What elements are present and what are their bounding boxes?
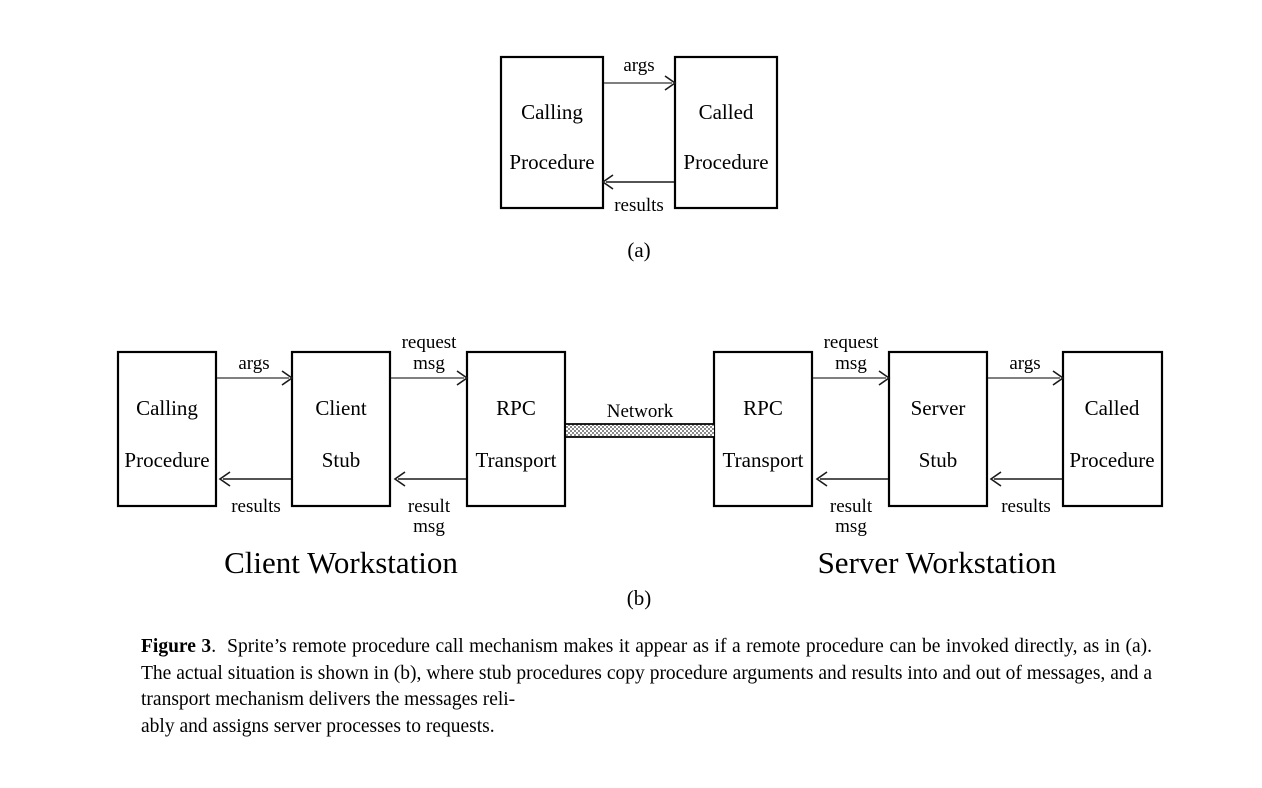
panel-a-box-called-line1: Called bbox=[699, 100, 754, 124]
panel-b-box-calling-procedure: Calling Procedure bbox=[116, 350, 218, 508]
panel-b-box-5-line2: Procedure bbox=[1069, 448, 1154, 472]
figure-caption-body: Sprite’s remote procedure call mechanism… bbox=[141, 636, 1153, 711]
panel-b-arrow-top-2-label2: msg bbox=[835, 353, 867, 374]
figure-caption-last-line: ably and assigns server processes to req… bbox=[141, 715, 495, 737]
panel-b-label: (b) bbox=[627, 586, 652, 610]
panel-a-box-calling-line2: Procedure bbox=[509, 150, 594, 174]
panel-b-arrow-args-client: args bbox=[217, 353, 294, 386]
panel-a-box-called-line2: Procedure bbox=[683, 150, 768, 174]
panel-b-box-called-procedure: Called Procedure bbox=[1061, 350, 1164, 508]
figure-caption: Figure 3. Sprite’s remote procedure call… bbox=[141, 634, 1152, 740]
panel-b-box-3-line1: RPC bbox=[743, 396, 783, 420]
panel-b-box-2-line1: RPC bbox=[496, 396, 536, 420]
panel-a-label: (a) bbox=[627, 238, 650, 262]
panel-b-arrow-top-1-label1: request bbox=[402, 332, 458, 353]
panel-b-arrow-top-2-label1: request bbox=[824, 332, 880, 353]
panel-b-box-2-line2: Transport bbox=[476, 448, 557, 472]
panel-b-arrow-request-msg-client: request msg bbox=[391, 332, 469, 386]
panel-b-arrow-bottom-1-label1: result bbox=[408, 496, 451, 517]
panel-b-arrow-bottom-0-label1: results bbox=[231, 496, 281, 517]
panel-b-box-client-rpc-transport: RPC Transport bbox=[465, 350, 567, 508]
panel-b-box-3-line2: Transport bbox=[723, 448, 804, 472]
panel-b-arrow-result-msg-server: result msg bbox=[815, 471, 888, 537]
panel-b-arrow-results-client: results bbox=[218, 471, 291, 517]
panel-b-arrow-top-1-label2: msg bbox=[413, 353, 445, 374]
panel-b-arrow-bottom-1-label2: msg bbox=[413, 516, 445, 537]
client-workstation-label: Client Workstation bbox=[224, 545, 458, 580]
panel-b-network-label: Network bbox=[607, 401, 674, 422]
panel-b-box-1-line2: Stub bbox=[322, 448, 361, 472]
panel-b-box-server-rpc-transport: RPC Transport bbox=[712, 350, 814, 508]
panel-b-arrow-bottom-3-label1: results bbox=[1001, 496, 1051, 517]
panel-b-arrow-bottom-2-label2: msg bbox=[835, 516, 867, 537]
panel-b-arrow-top-3-label1: args bbox=[1009, 353, 1040, 374]
panel-a-box-called-procedure: Called Procedure bbox=[673, 55, 779, 210]
panel-b-arrow-bottom-2-label1: result bbox=[830, 496, 873, 517]
panel-a-arrow-args: args bbox=[604, 55, 677, 91]
panel-a: Calling Procedure Called Procedure args … bbox=[499, 55, 779, 262]
figure-caption-period: . bbox=[211, 636, 217, 657]
panel-b-arrow-top-0-label1: args bbox=[238, 353, 269, 374]
panel-a-arrow-results: results bbox=[601, 174, 674, 216]
panel-a-arrow-results-label: results bbox=[614, 195, 664, 216]
panel-b-box-1-line1: Client bbox=[315, 396, 366, 420]
panel-b-box-server-stub: Server Stub bbox=[887, 350, 989, 508]
panel-b-arrow-results-server: results bbox=[989, 471, 1062, 517]
panel-b-arrow-args-server: args bbox=[988, 353, 1065, 386]
panel-a-arrow-args-label: args bbox=[623, 55, 654, 76]
panel-b-box-4-line1: Server bbox=[911, 396, 966, 420]
server-workstation-label: Server Workstation bbox=[818, 545, 1057, 580]
panel-b-box-client-stub: Client Stub bbox=[290, 350, 392, 508]
panel-b-arrow-request-msg-server: request msg bbox=[813, 332, 891, 386]
panel-a-box-calling-procedure: Calling Procedure bbox=[499, 55, 605, 210]
panel-b-box-5-line1: Called bbox=[1085, 396, 1140, 420]
panel-b-box-4-line2: Stub bbox=[919, 448, 958, 472]
panel-b-box-0-line1: Calling bbox=[136, 396, 198, 420]
panel-a-box-calling-line1: Calling bbox=[521, 100, 583, 124]
panel-b-arrow-result-msg-client: result msg bbox=[393, 471, 466, 537]
panel-b: Calling Procedure Client Stub RPC Transp… bbox=[116, 332, 1164, 610]
figure-caption-label: Figure 3 bbox=[141, 636, 212, 657]
panel-b-network-link: Network bbox=[566, 401, 714, 438]
panel-b-box-0-line2: Procedure bbox=[124, 448, 209, 472]
